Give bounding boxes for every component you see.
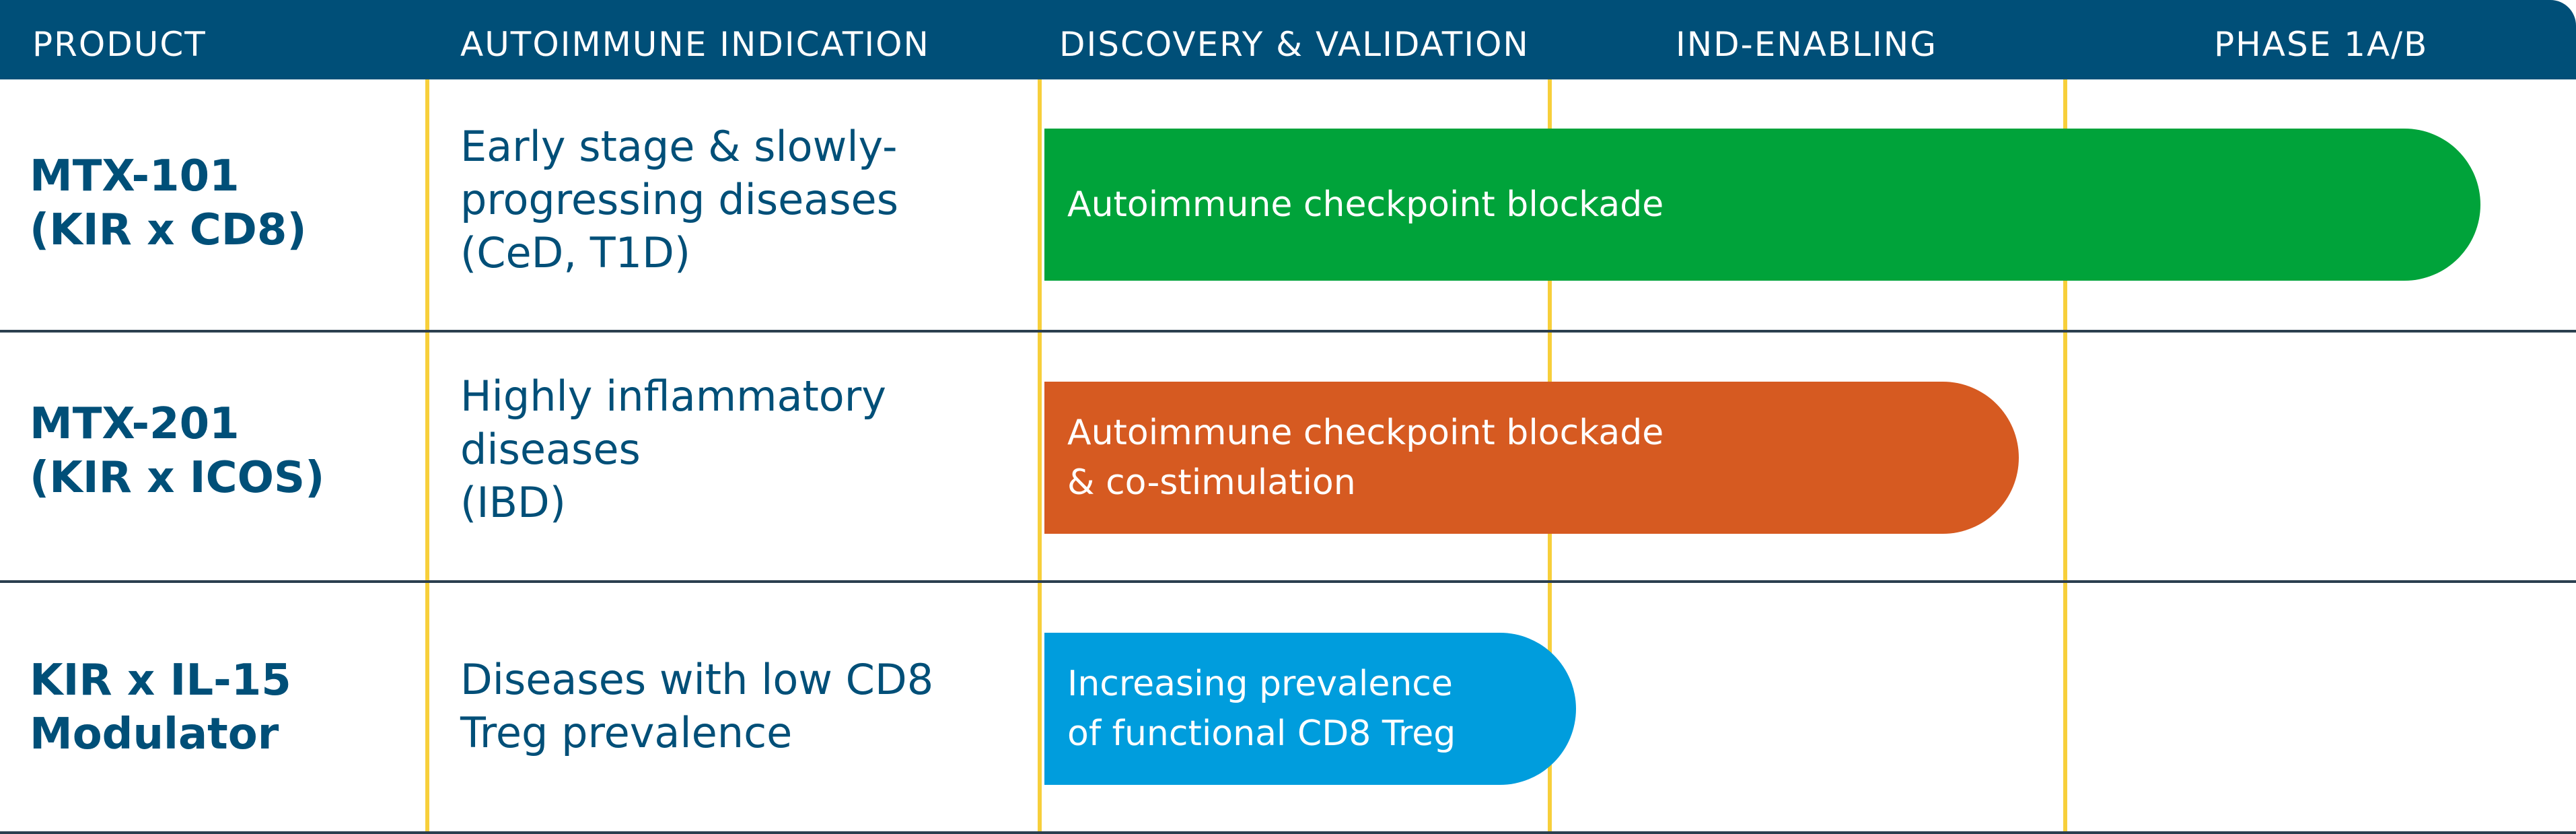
bar-label: Increasing prevalence [1067,664,1453,704]
indication-line: Highly inflammatory [460,372,886,421]
indication-text: Highly inflammatory diseases (IBD) [460,370,886,529]
header-ind-enabling: IND-ENABLING [1676,25,1937,64]
header-phase-1ab: PHASE 1A/B [2214,25,2429,64]
bar-label: Autoimmune checkpoint blockade [1067,413,1664,453]
indication-line: diseases [460,425,641,474]
product-name: MTX-101 (KIR x CD8) [30,149,307,257]
bar-label: & co-stimulation [1067,462,1356,503]
product-line: KIR x IL-15 [30,656,291,705]
indication-line: (IBD) [460,478,566,527]
column-divider-phase-1ab [2063,79,2067,834]
row-separator [0,831,2576,834]
column-divider-discovery [1038,79,1042,834]
indication-text: Diseases with low CD8 Treg prevalence [460,653,933,759]
column-divider-indication [425,79,429,834]
bar-label: Autoimmune checkpoint blockade [1067,184,1664,225]
stage-bar-mtx101: Autoimmune checkpoint blockade [1044,129,2480,281]
indication-line: (CeD, T1D) [460,228,691,277]
header-indication: AUTOIMMUNE INDICATION [460,25,930,64]
product-line: MTX-101 [30,151,240,201]
product-line: (KIR x ICOS) [30,453,325,503]
row-separator [0,580,2576,583]
indication-line: Early stage & slowly- [460,122,898,171]
product-line: Modulator [30,709,279,759]
product-name: MTX-201 (KIR x ICOS) [30,397,324,505]
header-discovery: DISCOVERY & VALIDATION [1059,25,1530,64]
product-line: (KIR x CD8) [30,205,307,255]
indication-line: Treg prevalence [460,708,793,757]
indication-text: Early stage & slowly- progressing diseas… [460,120,898,279]
stage-bar-kir-il15: Increasing prevalence of functional CD8 … [1044,633,1576,785]
indication-line: Diseases with low CD8 [460,655,934,704]
product-line: MTX-201 [30,399,240,449]
product-name: KIR x IL-15 Modulator [30,654,291,761]
pipeline-header: PRODUCT AUTOIMMUNE INDICATION DISCOVERY … [0,0,2576,79]
indication-line: progressing diseases [460,175,898,224]
row-separator [0,330,2576,333]
stage-bar-mtx201: Autoimmune checkpoint blockade & co-stim… [1044,382,2019,534]
header-product: PRODUCT [32,25,207,64]
bar-label: of functional CD8 Treg [1067,714,1456,754]
